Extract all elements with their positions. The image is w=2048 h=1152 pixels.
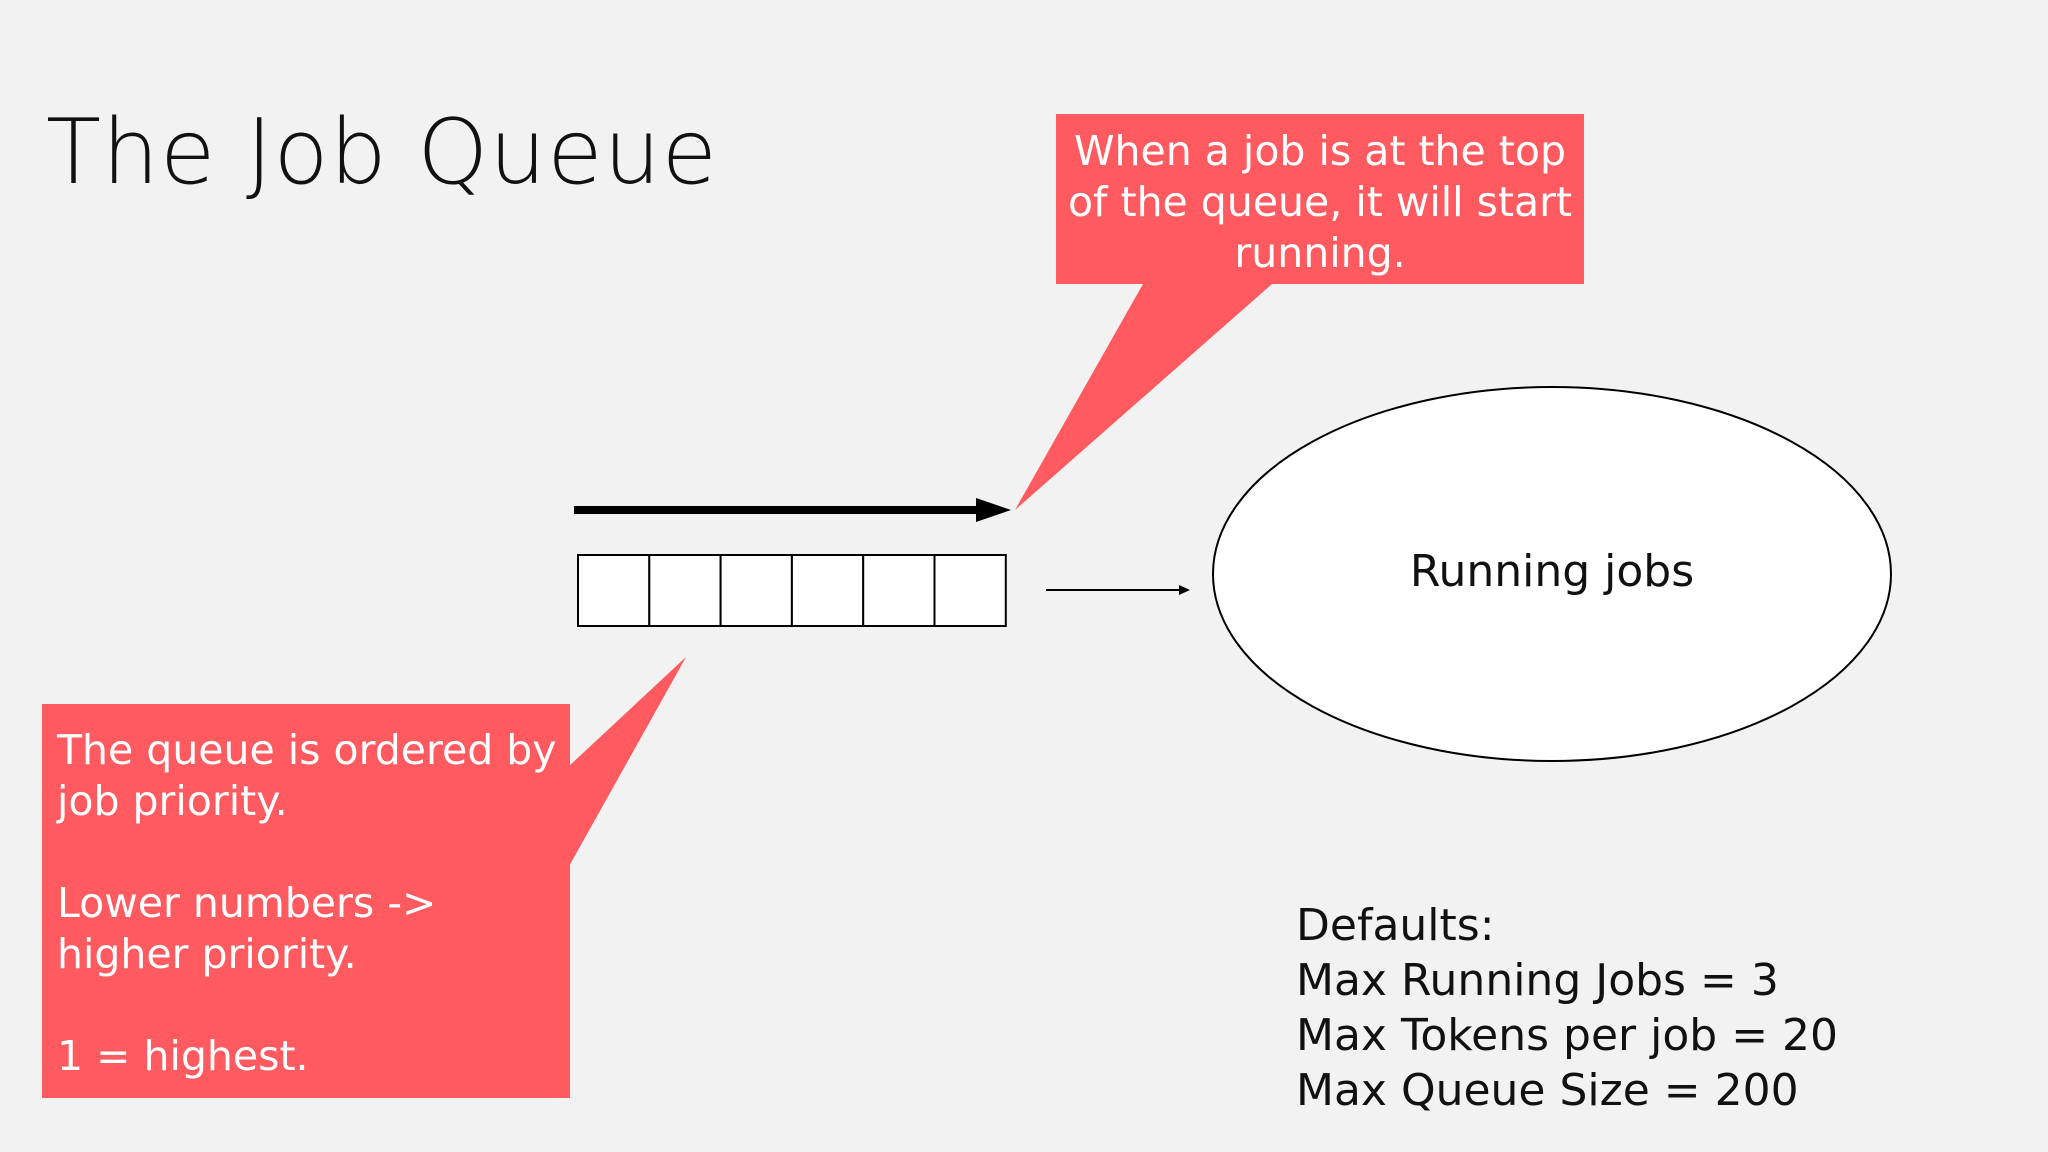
defaults-panel: Defaults: Max Running Jobs = 3 Max Token… (1296, 898, 1838, 1118)
queue-direction-arrow (574, 498, 1011, 522)
queue-slot (719, 554, 793, 627)
queue-slot (933, 554, 1007, 627)
callout-top-line: When a job is at the top (1074, 127, 1566, 175)
defaults-item: Max Running Jobs = 3 (1296, 955, 1779, 1006)
defaults-heading: Defaults: (1296, 900, 1495, 951)
defaults-item: Max Tokens per job = 20 (1296, 1010, 1839, 1061)
callout-top-line: of the queue, it will start (1067, 178, 1573, 226)
callout-left-shape (42, 657, 686, 1098)
queue-slot (790, 554, 865, 627)
queue-slot (577, 554, 651, 627)
callout-top-line: running. (1234, 229, 1406, 277)
callout-left-paragraph: The queue is ordered by job priority. (57, 726, 557, 825)
queue-slot (648, 554, 722, 627)
slide-title: The Job Queue (46, 100, 719, 205)
running-jobs-ellipse (1212, 386, 1892, 762)
defaults-item: Max Queue Size = 200 (1296, 1065, 1799, 1116)
queue-slot (862, 554, 936, 627)
callout-left-paragraph: 1 = highest. (57, 1032, 309, 1080)
running-jobs-label: Running jobs (1409, 546, 1695, 597)
callout-left-paragraph: Lower numbers -> higher priority. (57, 879, 437, 978)
queue (577, 554, 1007, 627)
callout-top-shape (1015, 114, 1584, 510)
callout-left-text: The queue is ordered by job priority. Low… (57, 725, 557, 1082)
queue-to-running-arrow (1046, 585, 1190, 595)
